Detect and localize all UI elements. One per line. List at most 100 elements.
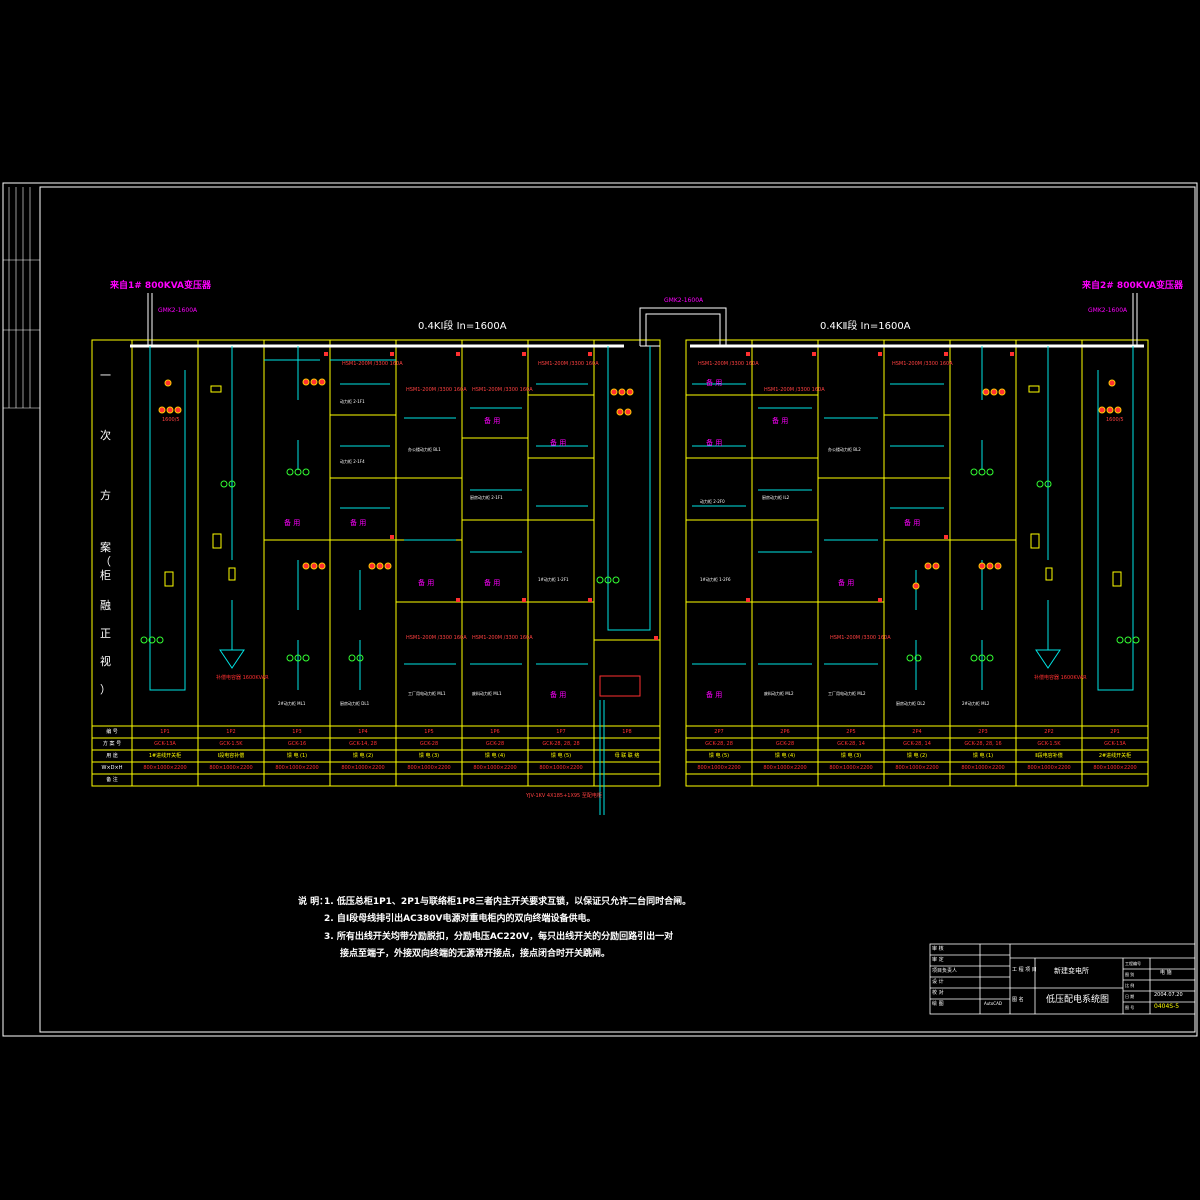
spare-label: 备 用 — [484, 579, 501, 587]
capacitor-label: 补偿电容器 1600KVAR — [216, 675, 269, 681]
table-cell-dims: 800×1000×2200 — [143, 765, 187, 771]
feeder-label: 办公楼动力柜 BL1 — [408, 447, 441, 452]
cable-1-label: GMK2-1600A — [158, 307, 198, 314]
table-cell-id: 2P4 — [912, 729, 922, 735]
table-cell-id: 1P2 — [226, 729, 236, 735]
tb-right-labels: 工程编号 图 别 比 例 日 期 图 号 — [1125, 958, 1151, 1013]
note-line: 1. 低压总柜1P1、2P1与联络柜1P8三者内主开关要求互锁，以保证只允许二台… — [324, 897, 692, 907]
table-cell-id: 2P3 — [978, 729, 988, 735]
table-cell-id: 1P8 — [622, 729, 632, 735]
incoming-cables — [147, 293, 1138, 347]
feeder-label: 厨房动力柜 IL2 — [762, 495, 790, 500]
table-cell-dims: 800×1000×2200 — [763, 765, 807, 771]
feeder-label: 工厂用电动力柜 ML1 — [408, 691, 446, 696]
spare-label: 备 用 — [350, 519, 367, 527]
row-header: W×D×H — [101, 765, 123, 771]
table-cell-scheme: GCK-28 — [419, 741, 439, 747]
breaker-label: HSM1-200M /3300 160A — [406, 635, 467, 641]
table-cell-scheme: GCK-14, 28 — [349, 741, 377, 747]
tb-right-label: 工程编号 — [1125, 961, 1141, 966]
bus-2-title: 0.4KⅡ段 In=1600A — [820, 321, 911, 332]
tb-drawer: AutoCAD — [984, 1001, 1002, 1006]
current-transformers — [140, 468, 1140, 662]
note-line: 3. 所有出线开关均带分励脱扣，分励电压AC220V，每只出线开关的分励回路引出… — [324, 932, 674, 942]
spare-label: 备 用 — [838, 579, 855, 587]
table-cell-use: Ⅱ段电容补偿 — [1035, 753, 1063, 759]
table-cell-use: 馈 电 (1) — [972, 753, 994, 759]
table-cell-use: Ⅰ段电容补偿 — [217, 753, 245, 759]
table-cell-scheme: GCK-13A — [1104, 741, 1126, 747]
breaker-label: HSM1-200M /3300 160A — [342, 361, 403, 367]
right-table-grid — [685, 725, 1149, 787]
table-cell-id: 2P1 — [1110, 729, 1120, 735]
spare-label: 备 用 — [550, 691, 567, 699]
note-line: 接点至端子，外接双向终端的无源常开接点，接点闭合时开关跳闸。 — [340, 949, 611, 959]
row-header: 备 注 — [106, 777, 118, 783]
table-cell-dims: 800×1000×2200 — [341, 765, 385, 771]
table-cell-scheme: GCK-1.5K — [219, 741, 243, 747]
breaker-label: HSM1-200M /3300 160A — [472, 635, 533, 641]
feeder-label: 厨房动力柜 DL2 — [896, 701, 926, 706]
feeder-label: 厨房动力柜 2-1F1 — [470, 495, 503, 500]
feeder-label: 厨房动力柜 DL1 — [340, 701, 370, 706]
feeder-label: 1#动力柜 1-2F1 — [538, 577, 569, 582]
tb-date: 2004.07.20 — [1154, 992, 1183, 998]
table-cell-dims: 800×1000×2200 — [407, 765, 451, 771]
table-cell-id: 2P6 — [780, 729, 790, 735]
feeder-label: 废料动力柜 ML2 — [764, 691, 794, 696]
table-cell-use: 馈 电 (1) — [286, 753, 308, 759]
breaker-label: HSM1-200M /3300 160A — [830, 635, 891, 641]
spare-label: 备 用 — [904, 519, 921, 527]
table-cell-scheme: GCK-28, 28, 28 — [542, 741, 580, 747]
table-column: 1P8 母 联 联 络 — [594, 726, 660, 774]
table-cell-scheme: GCK-28 — [485, 741, 505, 747]
table-cell-scheme: GCK-13A — [154, 741, 176, 747]
table-cell-use: 1#进线开关柜 — [148, 753, 182, 759]
capacitor-label: 补偿电容器 1600KVAR — [1034, 675, 1087, 681]
inner-frame — [39, 186, 1196, 1033]
scheme-char: 一 — [100, 369, 111, 382]
scheme-char: 案 — [100, 541, 111, 554]
breaker-label: HSM1-200M /3300 160A — [538, 361, 599, 367]
table-cell-use: 馈 电 (3) — [840, 753, 862, 759]
table-cell-scheme: GCK-1.5K — [1037, 741, 1061, 747]
scheme-char: 融 — [100, 599, 111, 612]
row-header: 方 案 号 — [102, 741, 122, 747]
spare-label: 备 用 — [772, 417, 789, 425]
scheme-char: 柜 — [100, 569, 111, 582]
table-cell-scheme: GCK-28 — [775, 741, 795, 747]
table-cell-id: 2P2 — [1044, 729, 1054, 735]
right-switchgear-frame — [685, 339, 1149, 727]
tb-right-label: 比 例 — [1125, 983, 1135, 988]
table-cell-dims: 800×1000×2200 — [961, 765, 1005, 771]
table-cell-use: 馈 电 (4) — [774, 753, 796, 759]
tb-role: 审 核 — [932, 946, 944, 952]
table-cell-use: 母 联 联 络 — [614, 753, 640, 759]
right-circuit-wires — [915, 346, 1134, 691]
bus-1-title: 0.4KⅠ段 In=1600A — [418, 321, 507, 332]
table-cell-dims: 800×1000×2200 — [697, 765, 741, 771]
table-cell-scheme — [594, 738, 660, 750]
cable-note: YJV-1KV 4X185+1X95 至配电柜 — [526, 793, 602, 799]
note-line: 2. 自Ⅰ段母线排引出AC380V电源对重电柜内的双向终端设备供电。 — [324, 914, 596, 924]
tb-stage: 电 施 — [1160, 970, 1172, 976]
right-breaker-rows — [692, 383, 944, 665]
table-cell-id: 1P7 — [556, 729, 566, 735]
title-block-frame — [929, 943, 1196, 1015]
table-cell-id: 1P6 — [490, 729, 500, 735]
table-cell-scheme: GCK-16 — [287, 741, 307, 747]
tb-role: 审 定 — [932, 957, 944, 963]
scheme-char: 次 — [100, 429, 111, 442]
spare-label: 备 用 — [706, 439, 723, 447]
tb-role: 校 对 — [932, 990, 944, 996]
feeder-label: 2#动力柜 ML2 — [962, 701, 990, 706]
title-block-roles: 审 核 审 定 项目负责人 设 计 校 对 绘 图 — [932, 944, 980, 1010]
meter-indicators — [158, 378, 1122, 590]
